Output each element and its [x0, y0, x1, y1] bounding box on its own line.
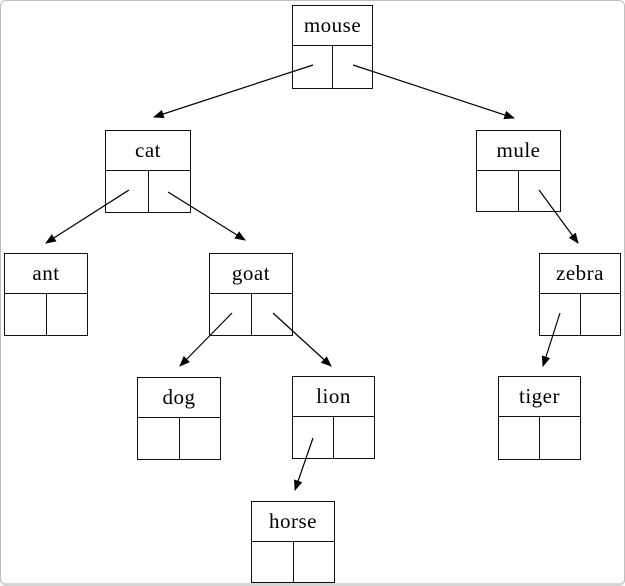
left-pointer-cell — [106, 171, 149, 212]
left-pointer-cell — [540, 294, 581, 335]
node-pointer-cells — [5, 294, 87, 335]
left-pointer-cell — [499, 417, 540, 459]
tree-node-mouse: mouse — [292, 5, 373, 89]
node-pointer-cells — [540, 294, 620, 335]
left-pointer-cell — [138, 418, 180, 459]
left-pointer-cell — [252, 542, 294, 582]
node-label: ant — [5, 254, 87, 294]
right-pointer-cell — [47, 294, 88, 335]
left-pointer-cell — [293, 46, 333, 88]
node-pointer-cells — [293, 46, 372, 88]
right-pointer-cell — [540, 417, 580, 459]
tree-node-mule: mule — [476, 130, 561, 212]
node-pointer-cells — [106, 171, 190, 212]
right-pointer-cell — [581, 294, 621, 335]
node-label: goat — [210, 254, 292, 294]
right-pointer-cell — [180, 418, 221, 459]
node-label: dog — [138, 378, 220, 418]
tree-node-zebra: zebra — [539, 253, 621, 336]
right-pointer-cell — [519, 171, 560, 211]
node-pointer-cells — [252, 542, 334, 582]
tree-node-cat: cat — [105, 130, 191, 213]
node-label: horse — [252, 502, 334, 542]
node-pointer-cells — [138, 418, 220, 459]
node-pointer-cells — [477, 171, 560, 211]
node-pointer-cells — [499, 417, 580, 459]
tree-node-lion: lion — [292, 376, 375, 459]
node-label: mouse — [293, 6, 372, 46]
node-label: lion — [293, 377, 374, 417]
left-pointer-cell — [5, 294, 47, 335]
right-pointer-cell — [333, 46, 372, 88]
tree-node-tiger: tiger — [498, 376, 581, 460]
right-pointer-cell — [149, 171, 191, 212]
node-label: tiger — [499, 377, 580, 417]
node-pointer-cells — [210, 294, 292, 335]
left-pointer-cell — [210, 294, 252, 335]
tree-node-dog: dog — [137, 377, 221, 460]
tree-node-ant: ant — [4, 253, 88, 336]
tree-node-goat: goat — [209, 253, 293, 336]
tree-node-horse: horse — [251, 501, 335, 583]
left-pointer-cell — [477, 171, 519, 211]
left-pointer-cell — [293, 417, 334, 458]
right-pointer-cell — [252, 294, 293, 335]
node-label: zebra — [540, 254, 620, 294]
right-pointer-cell — [334, 417, 374, 458]
node-label: mule — [477, 131, 560, 171]
right-pointer-cell — [294, 542, 335, 582]
node-label: cat — [106, 131, 190, 171]
node-pointer-cells — [293, 417, 374, 458]
